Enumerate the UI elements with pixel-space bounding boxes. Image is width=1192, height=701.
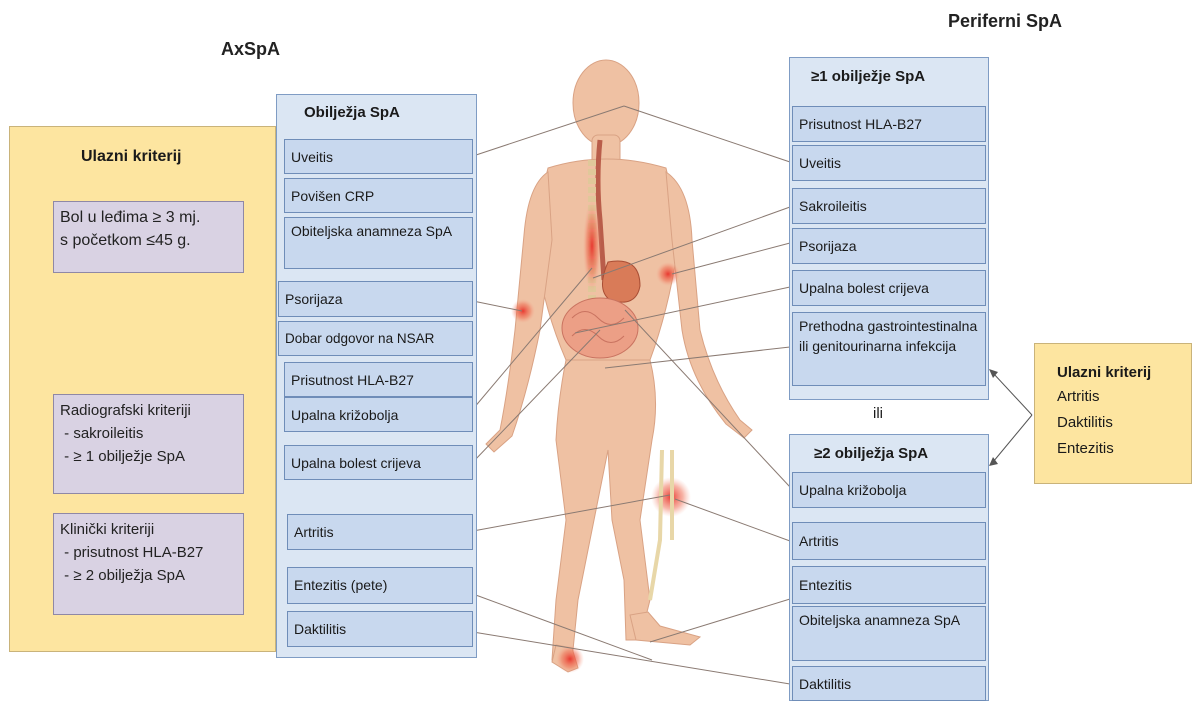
- back-pain-line-1: Bol u leđima ≥ 3 mj.: [60, 206, 237, 229]
- back-pain-line-2: s početkom ≤45 g.: [60, 229, 237, 252]
- peripheral-one-title: ≥1 obilježje SpA: [811, 68, 925, 85]
- axial-feature-nsaid: Dobar odgovor na NSAR: [278, 321, 473, 356]
- back-pain-box: Bol u leđima ≥ 3 mj. s početkom ≤45 g.: [53, 201, 244, 273]
- clinical-criteria-box: Klinički kriteriji - prisutnost HLA-B27 …: [53, 513, 244, 615]
- axial-feature-family-history: Obiteljska anamneza SpA: [284, 217, 473, 269]
- axial-feature-enthesitis: Entezitis (pete): [287, 567, 473, 604]
- peripheral-two-arthritis: Artritis: [792, 522, 986, 560]
- peripheral-two-back-pain: Upalna križobolja: [792, 472, 986, 508]
- clinical-line-1: Klinički kriteriji: [60, 518, 237, 541]
- right-entry-title: Ulazni kriterij: [1057, 362, 1191, 384]
- axial-feature-arthritis: Artritis: [287, 514, 473, 550]
- or-label: ili: [873, 405, 883, 422]
- peripheral-one-infection: Prethodna gastrointestinalna ili genitou…: [792, 312, 986, 386]
- peripheral-one-hla-b27: Prisutnost HLA-B27: [792, 106, 986, 142]
- peripheral-one-psoriasis: Psorijaza: [792, 228, 986, 264]
- axial-feature-back-pain: Upalna križobolja: [284, 397, 473, 432]
- right-entry-enthesitis: Entezitis: [1057, 436, 1191, 462]
- clinical-line-2: - prisutnost HLA-B27: [60, 541, 237, 564]
- right-entry-arthritis: Artritis: [1057, 384, 1191, 410]
- peripheral-one-ibd: Upalna bolest crijeva: [792, 270, 986, 306]
- peripheral-two-family-history: Obiteljska anamneza SpA: [792, 606, 986, 661]
- peripheral-two-dactylitis: Daktilitis: [792, 666, 986, 701]
- axial-feature-dactylitis: Daktilitis: [287, 611, 473, 647]
- peripheral-two-title: ≥2 obilježja SpA: [814, 445, 928, 462]
- peripheral-two-enthesitis: Entezitis: [792, 566, 986, 604]
- left-entry-title: Ulazni kriterij: [81, 148, 181, 166]
- right-entry-dactylitis: Daktilitis: [1057, 410, 1191, 436]
- axial-feature-psoriasis: Psorijaza: [278, 281, 473, 317]
- axial-feature-ibd: Upalna bolest crijeva: [284, 445, 473, 480]
- radiographic-criteria-box: Radiografski kriteriji - sakroileitis - …: [53, 394, 244, 494]
- radiographic-line-2: - sakroileitis: [60, 422, 237, 445]
- axial-feature-uveitis: Uveitis: [284, 139, 473, 174]
- clinical-line-3: - ≥ 2 obilježja SpA: [60, 564, 237, 587]
- axial-feature-hla-b27: Prisutnost HLA-B27: [284, 362, 473, 397]
- right-entry-panel: Ulazni kriterij Artritis Daktilitis Ente…: [1034, 343, 1192, 484]
- axial-features-title: Obilježja SpA: [304, 104, 400, 121]
- axial-feature-crp: Povišen CRP: [284, 178, 473, 213]
- radiographic-line-1: Radiografski kriteriji: [60, 399, 237, 422]
- radiographic-line-3: - ≥ 1 obilježje SpA: [60, 445, 237, 468]
- peripheral-one-sacroiliitis: Sakroileitis: [792, 188, 986, 224]
- peripheral-one-uveitis: Uveitis: [792, 145, 986, 181]
